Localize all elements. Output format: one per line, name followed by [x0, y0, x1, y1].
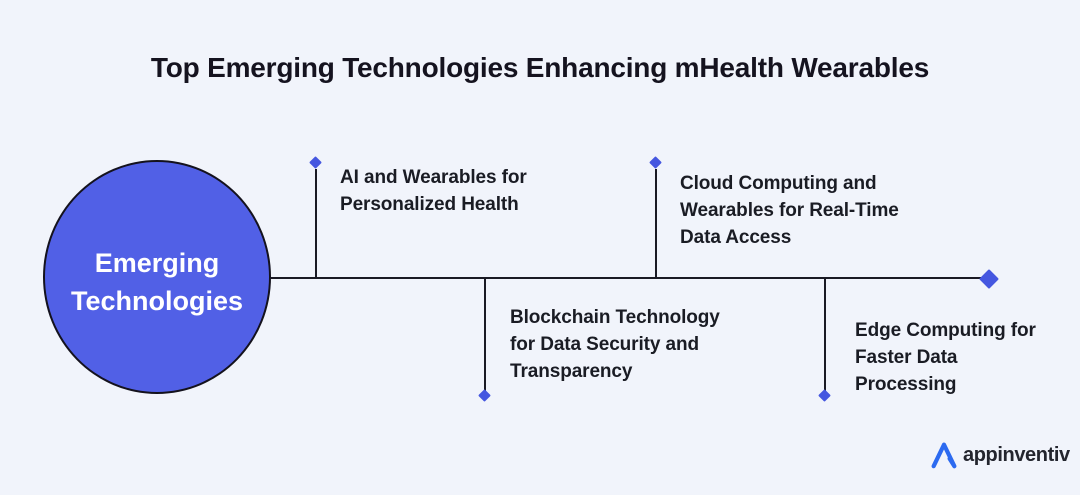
branch-connector-3	[655, 169, 657, 278]
brand-logo: appinventiv	[930, 441, 1070, 469]
branch-label-blockchain: Blockchain Technology for Data Security …	[510, 307, 720, 382]
branch-connector-1	[315, 169, 317, 278]
branch-label-cloud-computing: Cloud Computing and Wearables for Real-T…	[680, 173, 899, 248]
diamond-marker-3	[649, 156, 662, 169]
diamond-marker-end	[979, 269, 999, 289]
center-node: Emerging Technologies	[43, 160, 271, 394]
brand-logo-text: appinventiv	[963, 443, 1070, 466]
branch-connector-2	[484, 278, 486, 391]
branch-connector-4	[824, 278, 826, 391]
center-node-label: Emerging Technologies	[70, 248, 244, 316]
diagram-title: Top Emerging Technologies Enhancing mHea…	[150, 52, 930, 83]
diamond-marker-1	[309, 156, 322, 169]
branch-label-edge-computing: Edge Computing for Faster Data Processin…	[855, 320, 1036, 395]
appinventiv-a-icon	[930, 441, 958, 469]
diamond-marker-4	[818, 389, 831, 402]
diamond-marker-2	[478, 389, 491, 402]
timeline-line	[271, 277, 986, 279]
branch-label-ai-wearables: AI and Wearables for Personalized Health	[340, 167, 527, 215]
